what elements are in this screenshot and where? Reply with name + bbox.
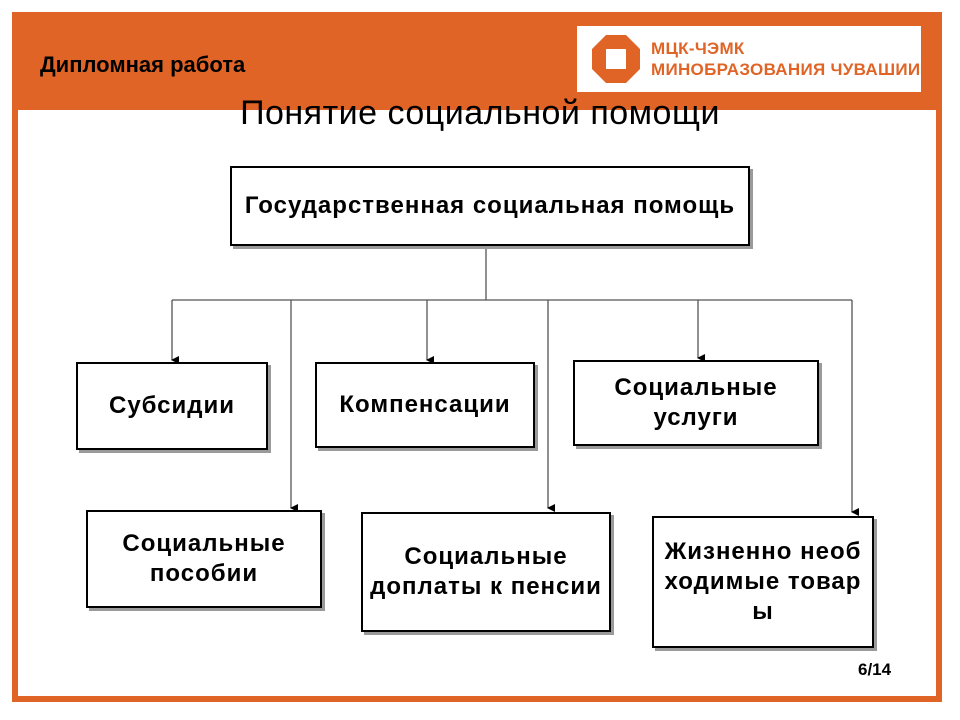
node-social-services-label: Социальные услуги xyxy=(614,374,778,431)
logo-line-2: МИНОБРАЗОВАНИЯ ЧУВАШИИ xyxy=(651,60,921,79)
logo-line-1: МЦК-ЧЭМК xyxy=(651,39,745,58)
node-pension-supplements-label: Социальные доплаты к пенсии xyxy=(370,543,602,600)
node-social-benefits: Социальные пособии xyxy=(86,510,322,608)
slide-title: Понятие социальной помощи xyxy=(240,94,720,132)
node-subsidies: Субсидии xyxy=(76,362,268,450)
page-number: 6/14 xyxy=(858,660,892,679)
node-social-benefits-label: Социальные пособии xyxy=(122,530,286,587)
header-title: Дипломная работа xyxy=(40,52,246,77)
node-compensations: Компенсации xyxy=(315,362,535,448)
node-social-services: Социальные услуги xyxy=(573,360,819,446)
logo-text: МЦК-ЧЭМК МИНОБРАЗОВАНИЯ ЧУВАШИИ xyxy=(651,38,920,80)
node-compensations-label: Компенсации xyxy=(339,391,511,418)
logo: МЦК-ЧЭМК МИНОБРАЗОВАНИЯ ЧУВАШИИ xyxy=(575,24,923,94)
node-subsidies-label: Субсидии xyxy=(108,392,236,419)
node-essential-goods-label: Жизненно необходимые товары xyxy=(664,538,862,625)
orange-octagon-ring-icon xyxy=(592,35,640,83)
node-pension-supplements: Социальные доплаты к пенсии xyxy=(361,512,611,632)
root-node-state-social-assistance: Государственная социальная помощь xyxy=(230,166,750,246)
root-node-label: Государственная социальная помощь xyxy=(244,192,736,219)
node-essential-goods: Жизненно необходимые товары xyxy=(652,516,874,648)
